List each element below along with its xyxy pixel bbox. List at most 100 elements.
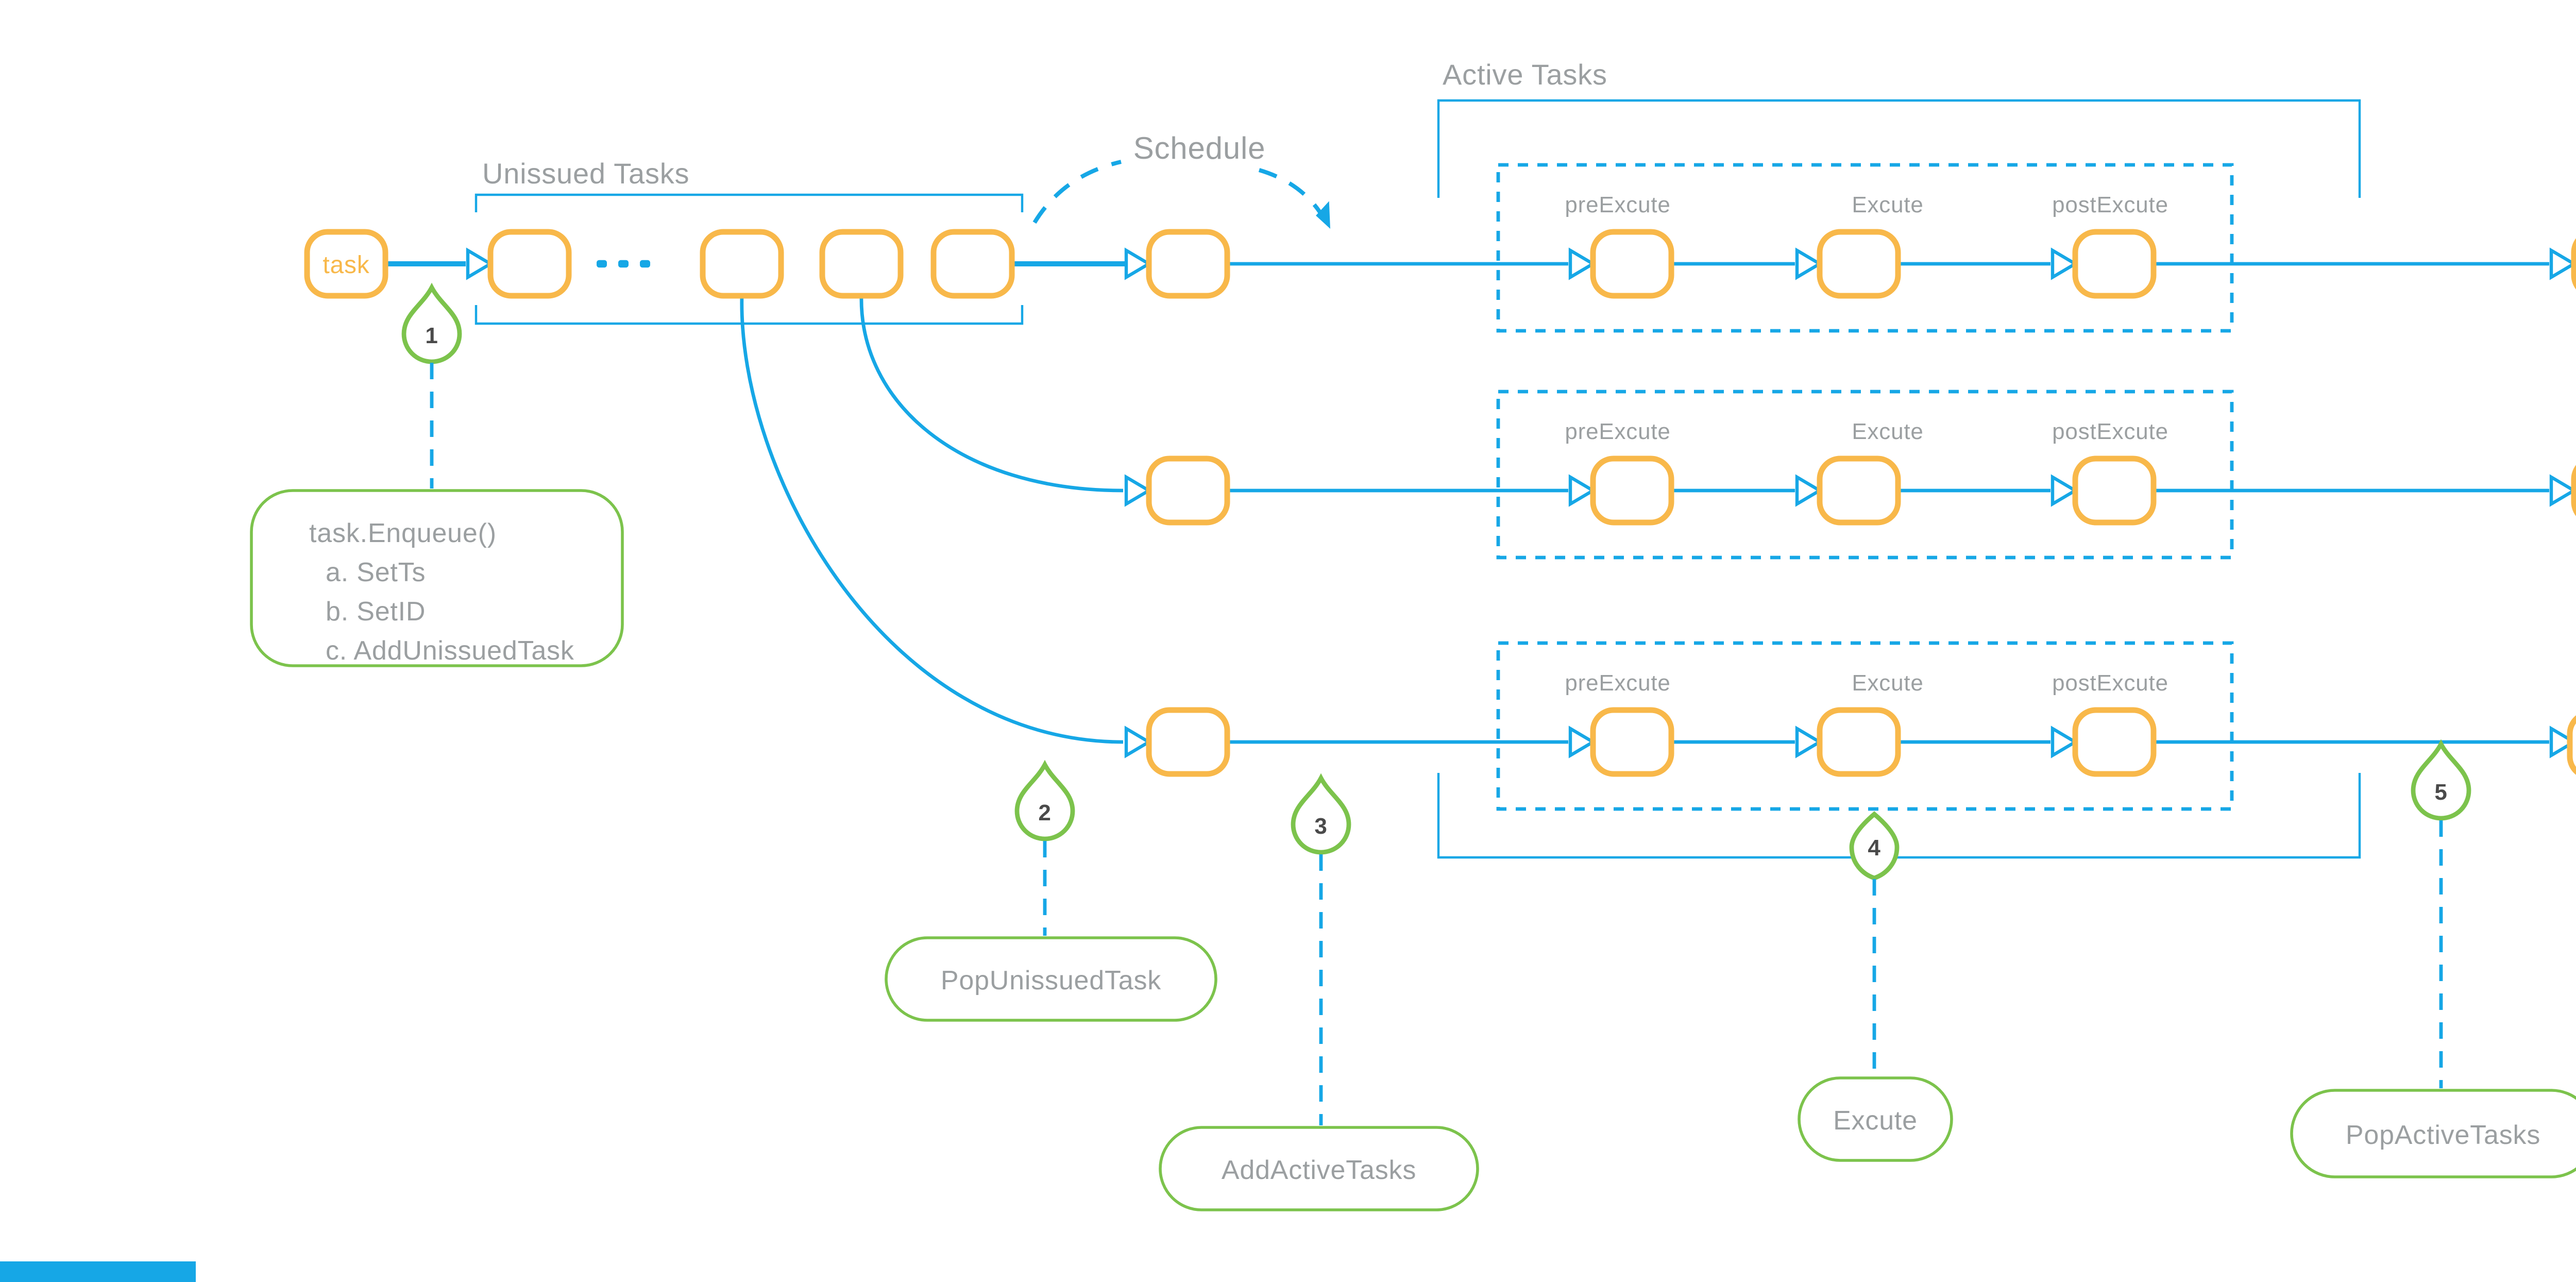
execute-label-row3: Excute	[1852, 670, 1923, 696]
curve-queue-to-sched2	[859, 295, 1124, 493]
task-node	[304, 229, 388, 299]
marker-number: 5	[2434, 780, 2447, 805]
unissued-tasks-label: Unissued Tasks	[482, 157, 689, 190]
excute-annotation: Excute	[1798, 1076, 1953, 1162]
enqueue-box	[250, 489, 624, 667]
dot	[597, 260, 607, 268]
schedule-arc-left	[1032, 160, 1122, 224]
unissued-bracket-top	[474, 193, 1024, 212]
marker-number: 1	[425, 323, 438, 348]
marker-number: 3	[1314, 814, 1327, 839]
unissued-node-1	[487, 229, 572, 299]
marker-number: 2	[1038, 800, 1051, 825]
pop-active-label: PopActiveTasks	[2346, 1120, 2540, 1150]
active-tasks-label: Active Tasks	[1443, 58, 1607, 91]
schedule-arrowhead-icon	[1316, 201, 1330, 229]
post-execute-label-row2: postExcute	[2052, 419, 2168, 444]
pre-execute-node-row3	[1590, 707, 1674, 777]
execute-node-row1	[1817, 229, 1901, 299]
schedule-label: Schedule	[1133, 131, 1266, 165]
arrowhead-icon	[466, 247, 494, 280]
add-active-annotation: AddActiveTasks	[1159, 1126, 1479, 1211]
marker-1: 1	[401, 282, 462, 488]
queue-ellipsis-icon	[597, 260, 650, 268]
pre-execute-label-row1: preExcute	[1565, 192, 1670, 217]
arrowhead-icon	[1124, 247, 1153, 280]
arrowhead-icon	[2050, 474, 2079, 507]
arrowhead-icon	[1568, 474, 1597, 507]
pop-unissued-box	[885, 936, 1217, 1022]
arrowhead-icon	[1795, 726, 1823, 758]
scheduled-node-row1	[1146, 229, 1230, 299]
pre-execute-node-row2	[1590, 456, 1674, 526]
droplet-marker-icon	[401, 282, 462, 364]
execute-node-row3	[1817, 707, 1901, 777]
dot	[618, 260, 629, 268]
execute-label-row1: Excute	[1852, 192, 1923, 217]
post-execute-label-row1: postExcute	[2052, 192, 2168, 217]
execute-node-row2	[1817, 456, 1901, 526]
scheduled-node-row3	[1146, 707, 1230, 777]
unissued-tasks-bracket	[474, 193, 1024, 325]
excute-box	[1798, 1076, 1953, 1162]
flow-lines-row3	[740, 295, 2549, 744]
droplet-marker-icon	[1849, 811, 1900, 881]
arrowhead-icon	[2549, 726, 2576, 758]
marker-3: 3	[1291, 773, 1351, 1125]
task-node-label: task	[323, 251, 369, 279]
pop-unissued-label: PopUnissuedTask	[941, 966, 1161, 996]
post-execute-node-row3	[2072, 707, 2157, 777]
post-execute-label-row3: postExcute	[2052, 670, 2168, 696]
enqueue-line-4: c. AddUnissuedTask	[326, 636, 574, 666]
pre-execute-label-row2: preExcute	[1565, 419, 1670, 444]
curve-queue-to-sched3	[740, 295, 1124, 744]
scheduled-node-row2	[1146, 456, 1230, 526]
unissued-node-3	[819, 229, 904, 299]
unissued-node-2	[700, 229, 784, 299]
arrowhead-icon	[1124, 474, 1153, 507]
droplet-marker-icon	[1291, 773, 1351, 855]
arrowhead-icon	[1795, 247, 1823, 280]
add-active-box	[1159, 1126, 1479, 1211]
arrowhead-icon	[2549, 247, 2576, 280]
pipeline-labels-row1: preExcute Excute postExcute	[1565, 192, 2168, 217]
post-execute-node-row2	[2072, 456, 2157, 526]
marker-number: 4	[1868, 835, 1880, 861]
arrowheads	[466, 247, 2576, 758]
droplet-marker-icon	[2411, 739, 2471, 821]
nodes	[304, 229, 2576, 777]
end-node-row1	[2571, 238, 2576, 290]
enqueue-line-3: b. SetID	[326, 597, 426, 627]
enqueue-line-1: task.Enqueue()	[309, 518, 497, 548]
arrowhead-icon	[1568, 726, 1597, 758]
pop-active-annotation: PopActiveTasks	[2290, 1089, 2576, 1178]
post-execute-node-row1	[2072, 229, 2157, 299]
enqueue-annotation: task.Enqueue() a. SetTs b. SetID c. AddU…	[250, 489, 624, 667]
end-node-row2	[2571, 465, 2576, 516]
pop-unissued-annotation: PopUnissuedTask	[885, 936, 1217, 1022]
active-bracket-top	[1437, 99, 2361, 198]
marker-2: 2	[1014, 760, 1075, 936]
arrowhead-icon	[2050, 726, 2079, 758]
droplet-marker-icon	[1014, 760, 1075, 841]
bottom-blue-bar	[0, 1261, 196, 1282]
arrowhead-icon	[2549, 474, 2576, 507]
excute-label: Excute	[1833, 1106, 1918, 1136]
arrowhead-icon	[1124, 726, 1153, 758]
arrowhead-icon	[1568, 247, 1597, 280]
arrowhead-icon	[1795, 474, 1823, 507]
pre-execute-node-row1	[1590, 229, 1674, 299]
pipeline-labels-row3: preExcute Excute postExcute	[1565, 670, 2168, 696]
arrowhead-icon	[2050, 247, 2079, 280]
enqueue-line-2: a. SetTs	[326, 558, 426, 587]
flow-lines-row2	[859, 295, 2549, 493]
marker-4: 4	[1849, 811, 1900, 1076]
pop-active-box	[2290, 1089, 2576, 1178]
unissued-bracket-bottom	[474, 305, 1024, 325]
pipeline-labels-row2: preExcute Excute postExcute	[1565, 419, 2168, 444]
end-node-row3	[2567, 715, 2576, 775]
active-tasks-bracket	[1437, 99, 2361, 859]
active-bracket-bottom	[1437, 773, 2361, 859]
